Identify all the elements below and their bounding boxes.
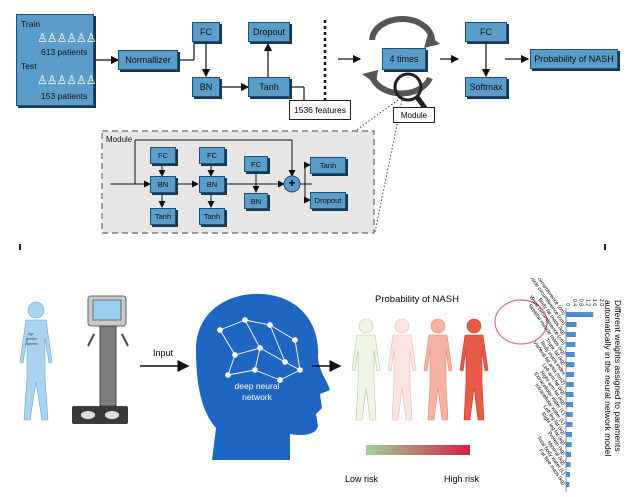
weights-title-line2: automatically in the neural network mode… bbox=[603, 300, 613, 457]
train-label: Train bbox=[21, 19, 41, 29]
features-label: 1536 features bbox=[289, 100, 351, 120]
repeat-cycle-icon bbox=[362, 15, 440, 97]
module-bn-b: BN bbox=[199, 176, 225, 193]
brain-label-line1: deep neural bbox=[234, 381, 280, 391]
train-patients: 613 patients bbox=[41, 47, 88, 57]
tanh-box-1: Tanh bbox=[248, 77, 290, 97]
svg-text:gender: gender bbox=[26, 337, 38, 341]
bottom-illustration: age gender diabetes bbox=[19, 293, 548, 460]
top-diagram-lines bbox=[19, 15, 606, 250]
weights-title-line1: Different weights assigned to paraments bbox=[613, 300, 623, 452]
head-brain-icon bbox=[196, 293, 330, 460]
test-patients: 153 patients bbox=[41, 91, 88, 101]
module-bn-c: BN bbox=[244, 193, 268, 209]
fc-box-2: FC bbox=[465, 22, 507, 42]
module-tanh-a: Tanh bbox=[150, 208, 176, 225]
weights-tick-label: 0.4 bbox=[571, 299, 577, 306]
weights-tick-label: 1.6 bbox=[591, 299, 597, 306]
weights-bar bbox=[566, 422, 573, 427]
prob-title: Probability of NASH bbox=[375, 294, 459, 305]
bn-box-1: BN bbox=[192, 77, 220, 97]
high-risk-label: High risk bbox=[444, 474, 480, 484]
weights-tick-label: 0 bbox=[564, 303, 570, 306]
brain-label: deep neural network bbox=[222, 381, 292, 403]
weights-bar bbox=[566, 352, 575, 357]
weights-tick-label: 0.8 bbox=[578, 299, 584, 306]
dropout-box-1: Dropout bbox=[248, 22, 290, 42]
svg-text:diabetes: diabetes bbox=[25, 342, 38, 346]
weights-bar bbox=[566, 322, 577, 327]
train-people-icon: ♙♙♙♙♙♙ bbox=[37, 31, 97, 45]
svg-text:age: age bbox=[28, 332, 34, 336]
low-risk-label: Low risk bbox=[345, 474, 379, 484]
weights-tick-label: 2.0 bbox=[598, 299, 604, 306]
weights-bar bbox=[566, 442, 572, 447]
input-label: Input bbox=[153, 348, 174, 358]
weights-bar bbox=[566, 482, 570, 487]
risk-gradient-bar bbox=[366, 445, 470, 455]
weights-bar bbox=[566, 332, 576, 337]
weights-bar bbox=[566, 462, 571, 467]
dataset-box: Train ♙♙♙♙♙♙ 613 patients Test ♙♙♙♙♙♙ 15… bbox=[16, 14, 97, 106]
weights-bar bbox=[566, 382, 574, 387]
weights-bar bbox=[566, 432, 573, 437]
module-tanh-c: Tanh bbox=[310, 157, 346, 174]
module-dropout: Dropout bbox=[310, 192, 346, 209]
weights-bar bbox=[566, 392, 574, 397]
module-tag: Module bbox=[393, 107, 435, 123]
normalizer-box: Normallizer bbox=[118, 50, 178, 70]
output-box: Probability of NASH bbox=[530, 49, 618, 69]
module-fc-c: FC bbox=[244, 156, 268, 172]
module-tanh-b: Tanh bbox=[199, 208, 225, 225]
weights-bar bbox=[566, 402, 574, 407]
repeat-box: 4 times bbox=[382, 48, 426, 70]
body-composition-analyzer-icon bbox=[72, 295, 129, 424]
test-people-icon: ♙♙♙♙♙♙ bbox=[37, 73, 97, 87]
human-body-icon bbox=[19, 301, 53, 421]
module-fc-b: FC bbox=[199, 147, 225, 164]
weights-title: Different weights assigned to paraments … bbox=[603, 300, 623, 490]
weights-tick-label: 1.2 bbox=[584, 299, 590, 306]
weights-bar bbox=[566, 372, 575, 377]
risk-figures-icon bbox=[351, 318, 489, 421]
module-bn-a: BN bbox=[150, 176, 176, 193]
weights-bar bbox=[566, 472, 571, 477]
weights-bar bbox=[566, 312, 594, 317]
weights-bar bbox=[566, 412, 573, 417]
brain-label-line2: network bbox=[242, 392, 272, 402]
weights-bar bbox=[566, 342, 576, 347]
magnifier-icon bbox=[393, 72, 428, 110]
module-plus: + bbox=[288, 176, 296, 190]
test-label: Test bbox=[21, 61, 37, 71]
module-title: Module bbox=[106, 135, 133, 144]
fc-box-1: FC bbox=[192, 22, 220, 42]
weights-bar bbox=[566, 362, 575, 367]
highlight-circle bbox=[494, 299, 548, 345]
softmax-box: Softmax bbox=[465, 77, 507, 97]
weights-bar bbox=[566, 452, 572, 457]
module-fc-a: FC bbox=[150, 147, 176, 164]
